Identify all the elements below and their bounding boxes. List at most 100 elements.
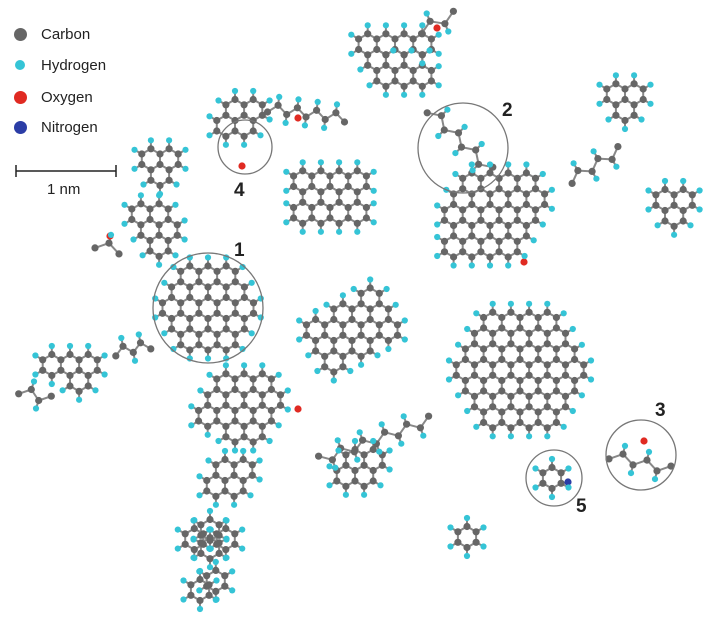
hydrogen-atom: [374, 352, 381, 359]
hydrogen-atom: [647, 100, 654, 107]
carbon-atom: [449, 7, 457, 15]
carbon-atom: [196, 596, 204, 605]
hydrogen-atom: [392, 301, 399, 308]
hydrogen-atom: [174, 545, 181, 552]
hydrogen-atom: [530, 237, 537, 244]
carbon-atom: [498, 313, 506, 322]
carbon-atom: [480, 345, 488, 353]
hydrogen-atom: [170, 263, 177, 271]
carbon-atom: [231, 267, 239, 275]
carbon-atom: [221, 572, 229, 580]
hydrogen-atom: [638, 116, 645, 123]
oxygen-atom: [433, 24, 441, 32]
carbon-atom: [475, 160, 483, 168]
hydrogen-atom: [182, 165, 189, 172]
carbon-atom: [299, 167, 307, 175]
carbon-atom: [366, 347, 374, 355]
carbon-atom: [531, 174, 540, 182]
carbon-atom: [580, 371, 588, 379]
carbon-atom: [574, 167, 582, 175]
carbon-atom: [504, 190, 512, 198]
carbon-atom: [335, 188, 343, 196]
carbon-atom: [621, 116, 629, 125]
carbon-atom: [360, 451, 368, 459]
carbon-atom: [498, 355, 506, 364]
hydrogen-atom: [435, 82, 442, 89]
carbon-atom: [212, 461, 220, 469]
carbon-atom: [302, 321, 311, 329]
carbon-atom: [516, 324, 524, 332]
circle-label-3: 3: [655, 400, 666, 421]
carbon-atom: [57, 366, 65, 374]
carbon-atom: [326, 214, 334, 222]
hydrogen-atom: [101, 371, 108, 378]
hydrogen-atom: [548, 205, 556, 212]
carbon-atom: [213, 267, 221, 275]
hydrogen-atom: [480, 524, 487, 531]
hydrogen-atom: [326, 463, 333, 470]
carbon-atom: [249, 375, 257, 383]
carbon-atom: [317, 219, 325, 227]
hydrogen-atom: [565, 484, 572, 491]
legend-item-nitrogen: Nitrogen: [14, 117, 98, 137]
hydrogen-atom: [223, 535, 230, 542]
carbon-atom: [212, 587, 220, 596]
carbon-atom: [357, 331, 365, 339]
carbon-atom: [534, 387, 542, 395]
hydrogen-atom: [336, 228, 343, 235]
carbon-atom: [534, 313, 542, 322]
carbon-atom: [302, 113, 310, 121]
carbon-atom: [470, 329, 479, 337]
hydrogen-atom: [590, 148, 597, 155]
carbon-atom: [348, 336, 356, 345]
carbon-atom: [330, 347, 338, 355]
hydrogen-atom: [526, 433, 533, 440]
carbon-atom: [437, 112, 445, 120]
carbon-atom: [409, 35, 417, 43]
carbon-atom: [195, 341, 203, 349]
carbon-atom: [258, 101, 266, 109]
carbon-atom: [359, 436, 367, 444]
hydrogen-atom: [305, 352, 312, 359]
legend-label: Hydrogen: [41, 56, 107, 74]
carbon-atom: [348, 315, 356, 324]
carbon-atom: [489, 340, 497, 348]
carbon-atom: [351, 445, 359, 454]
carbon-atom: [543, 361, 551, 369]
hydrogen-atom: [450, 262, 457, 269]
hydrogen-atom: [364, 22, 371, 29]
hydrogen-atom: [156, 190, 164, 198]
carbon-atom: [249, 299, 258, 307]
carbon-atom: [165, 166, 173, 174]
carbon-atom: [221, 582, 229, 590]
carbon-atom: [258, 433, 266, 441]
carbon-atom: [534, 376, 542, 385]
carbon-atom: [507, 424, 515, 432]
carbon-atom: [147, 345, 155, 353]
carbon-atom: [351, 466, 359, 475]
carbon-atom: [418, 30, 426, 38]
carbon-atom: [525, 403, 533, 411]
carbon-atom: [335, 167, 343, 175]
carbon-atom: [146, 215, 154, 224]
carbon-atom: [299, 188, 307, 196]
carbon-atom: [164, 247, 172, 255]
carbon-atom: [568, 179, 576, 187]
carbon-atom: [612, 111, 620, 119]
carbon-atom: [91, 244, 99, 252]
carbon-atom: [205, 591, 213, 599]
hydrogen-atom: [85, 342, 92, 350]
hydrogen-atom: [445, 28, 452, 35]
carbon-atom: [230, 461, 238, 469]
carbon-atom: [158, 299, 167, 307]
hydrogen-atom: [223, 554, 230, 561]
carbon-atom: [621, 95, 629, 104]
hydrogen-atom: [174, 526, 181, 533]
hydrogen-atom: [613, 163, 620, 170]
hydrogen-atom: [205, 457, 212, 464]
carbon-atom: [459, 174, 467, 182]
carbon-atom: [330, 368, 338, 376]
hydrogen-atom: [131, 146, 138, 153]
carbon-atom: [495, 237, 503, 245]
